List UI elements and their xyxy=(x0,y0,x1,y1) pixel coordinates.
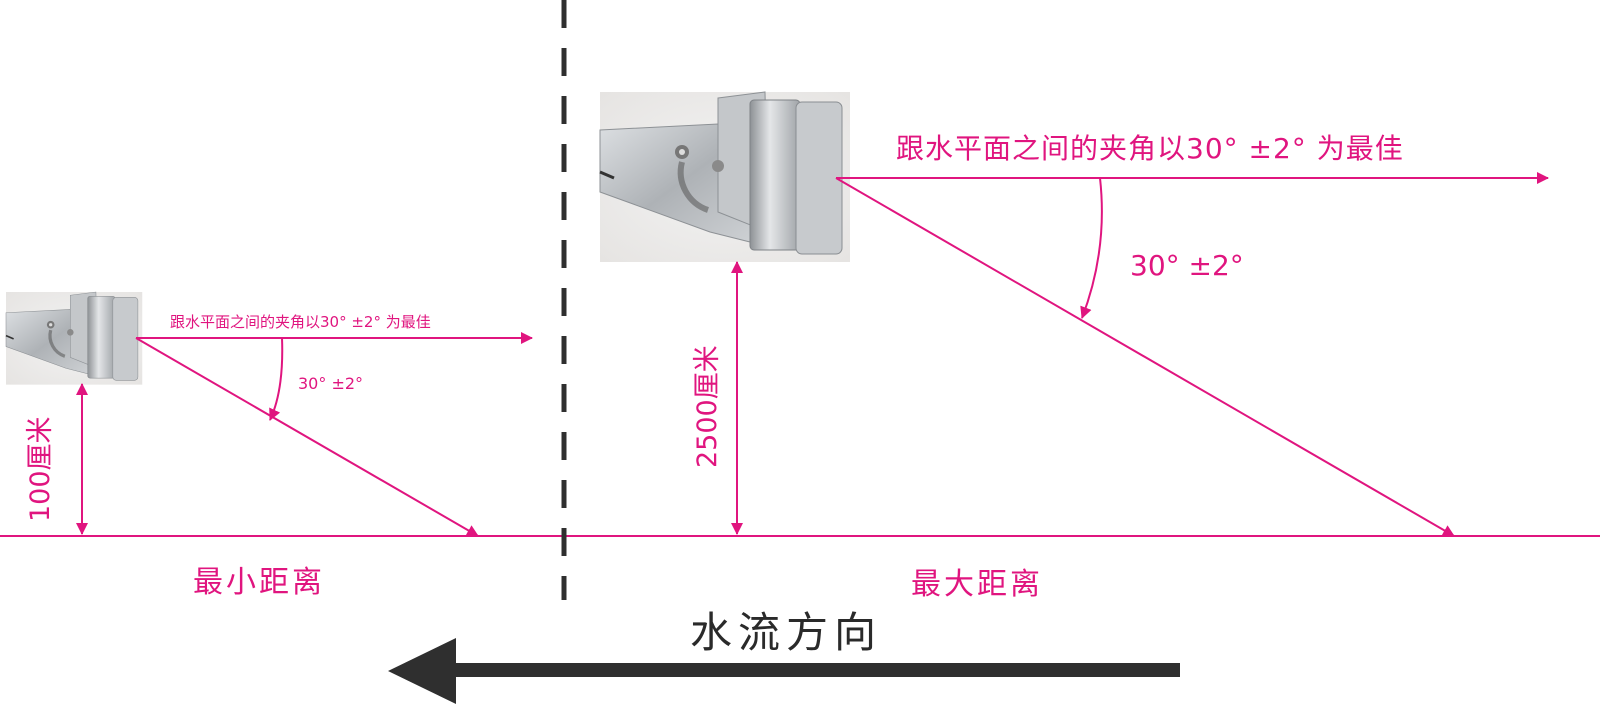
left-angle-arc xyxy=(269,337,284,421)
left-sensor-image xyxy=(4,290,144,387)
flow-arrowhead xyxy=(388,638,456,704)
left-angle-label: 30° ±2° xyxy=(298,374,364,393)
right-angle-label: 30° ±2° xyxy=(1130,249,1244,282)
flow-arrow-shaft xyxy=(448,663,1180,677)
left-distance-label: 最小距离 xyxy=(193,565,325,600)
right-angle-arc xyxy=(1080,177,1103,319)
right-sensor-image xyxy=(600,92,850,262)
right-angle-note: 跟水平面之间的夹角以30° ±2° 为最佳 xyxy=(896,132,1404,165)
right-distance-label: 最大距离 xyxy=(911,567,1043,602)
right-beam-arrow xyxy=(835,177,1455,537)
left-height-label: 100厘米 xyxy=(25,416,56,522)
right-height-label: 2500厘米 xyxy=(692,345,723,468)
left-angle-note: 跟水平面之间的夹角以30° ±2° 为最佳 xyxy=(170,313,431,331)
flow-direction-label: 水流方向 xyxy=(690,608,883,657)
left-beam-arrow xyxy=(135,337,479,537)
